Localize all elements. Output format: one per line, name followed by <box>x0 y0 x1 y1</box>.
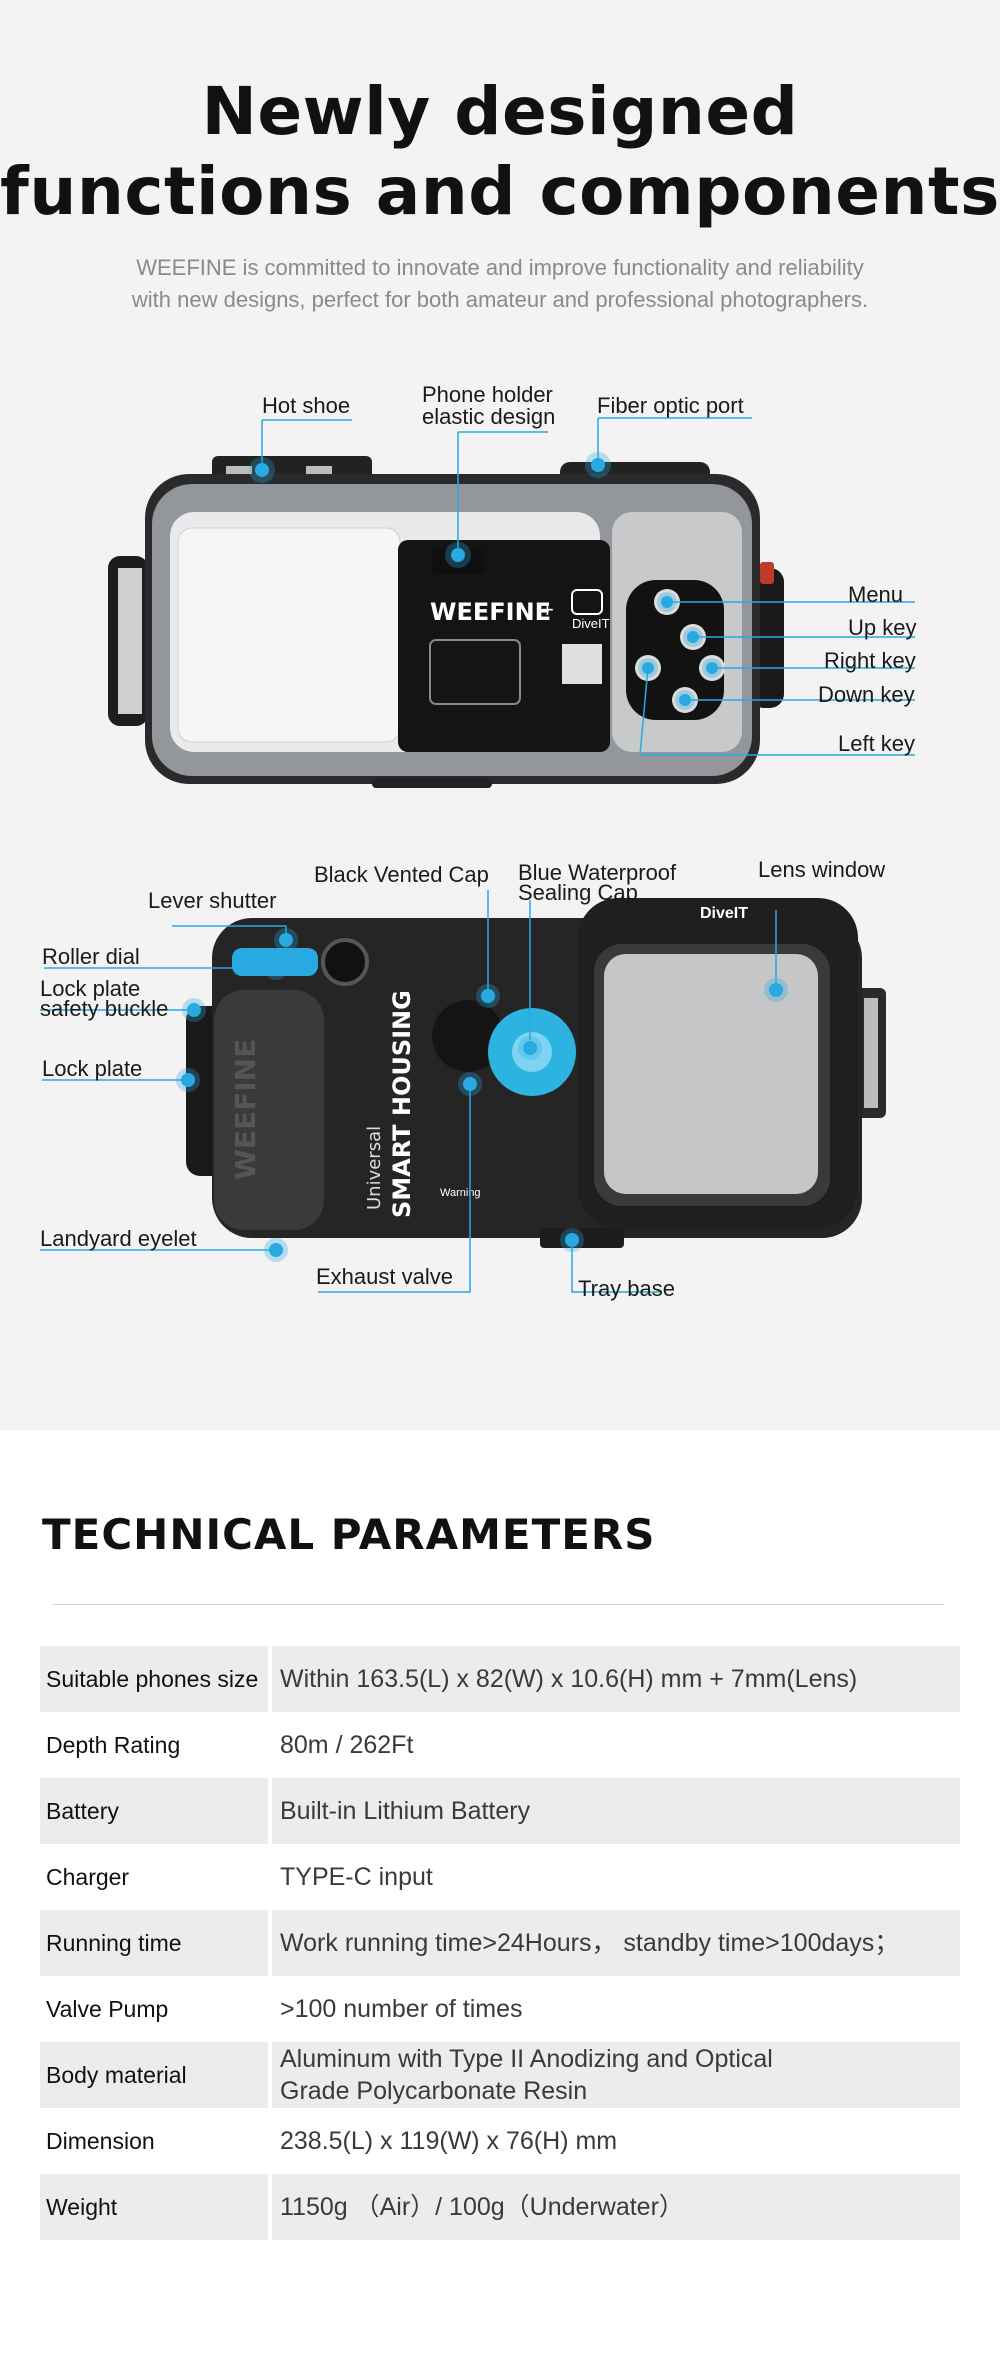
warning-text: Warning <box>440 1187 481 1199</box>
specs-divider <box>52 1604 944 1605</box>
spec-label: Valve Pump <box>46 1995 169 2022</box>
label-up-key: Up key <box>848 615 917 640</box>
label-fiber-optic-port: Fiber optic port <box>597 393 744 418</box>
back-app-logo: DiveIT <box>700 905 748 922</box>
label-lock-plate-safety-2: safety buckle <box>40 996 169 1021</box>
label-hot-shoe: Hot shoe <box>262 393 351 418</box>
spec-value: Built-in Lithium Battery <box>272 1778 960 1844</box>
label-blue-cap-1: Blue Waterproof <box>518 860 677 885</box>
label-phone-holder-1: Phone holder <box>422 382 553 407</box>
back-callout-dots <box>176 928 788 1262</box>
label-tray-base: Tray base <box>578 1276 676 1301</box>
front-callout-dots <box>249 452 722 710</box>
back-housing-image: DiveIT Universal SMART HOUSING WEEFINE W… <box>186 898 886 1248</box>
label-lock-plate: Lock plate <box>42 1056 143 1081</box>
grip-brand-text: WEEFINE <box>229 1039 262 1180</box>
table-row: Body material Aluminum with Type II Anod… <box>40 2042 960 2108</box>
label-phone-holder-2: elastic design <box>422 404 556 429</box>
subtitle-line-1: WEEFINE is committed to innovate and imp… <box>136 255 864 280</box>
label-lock-plate-safety-1: Lock plate <box>40 976 141 1001</box>
spec-value: Work running time>24Hours， standby time>… <box>272 1910 960 1976</box>
table-row: Running time Work running time>24Hours， … <box>40 1910 960 1976</box>
label-left-key: Left key <box>838 731 916 756</box>
housing-text-universal: Universal <box>364 1126 385 1210</box>
spec-value: Within 163.5(L) x 82(W) x 10.6(H) mm + 7… <box>272 1646 960 1712</box>
spec-value: 80m / 262Ft <box>280 1731 414 1759</box>
spec-label: Battery <box>40 1778 268 1844</box>
spec-label: Dimension <box>46 2127 155 2154</box>
label-roller-dial: Roller dial <box>42 944 140 969</box>
front-brand-logo: WEEFINE <box>430 598 551 626</box>
front-app-logo: DiveIT <box>572 616 610 631</box>
specs-table: Suitable phones size Within 163.5(L) x 8… <box>40 1646 960 2240</box>
page-title-line-1: Newly designed <box>201 73 799 150</box>
table-row: Suitable phones size Within 163.5(L) x 8… <box>40 1646 960 1712</box>
page-title-line-2: functions and components <box>0 153 1000 230</box>
specs-title: TECHNICAL PARAMETERS <box>42 1510 656 1559</box>
table-row: Valve Pump >100 number of times <box>40 1976 960 2042</box>
label-right-key: Right key <box>824 648 916 673</box>
spec-value: 1150g （Air）/ 100g（Underwater） <box>272 2174 960 2240</box>
spec-label: Weight <box>40 2174 268 2240</box>
label-down-key: Down key <box>818 682 915 707</box>
table-row: Weight 1150g （Air）/ 100g（Underwater） <box>40 2174 960 2240</box>
label-lens-window: Lens window <box>758 857 886 882</box>
label-black-vented-cap: Black Vented Cap <box>314 862 489 887</box>
spec-label: Body material <box>40 2042 268 2108</box>
table-row: Dimension 238.5(L) x 119(W) x 76(H) mm <box>40 2108 960 2174</box>
spec-label: Charger <box>46 1863 130 1890</box>
table-row: Depth Rating 80m / 262Ft <box>40 1712 960 1778</box>
housing-text-smart: SMART HOUSING <box>388 990 416 1218</box>
spec-label: Suitable phones size <box>40 1646 268 1712</box>
spec-label: Running time <box>40 1910 268 1976</box>
table-row: Battery Built-in Lithium Battery <box>40 1778 960 1844</box>
spec-value: 238.5(L) x 119(W) x 76(H) mm <box>280 2127 618 2155</box>
label-exhaust-valve: Exhaust valve <box>316 1264 453 1289</box>
spec-label: Depth Rating <box>46 1731 181 1758</box>
table-row: Charger TYPE-C input <box>40 1844 960 1910</box>
label-lever-shutter: Lever shutter <box>148 888 277 913</box>
spec-value: TYPE-C input <box>280 1863 433 1891</box>
front-housing-image: WEEFINE + DiveIT <box>108 456 784 788</box>
svg-text:+: + <box>541 597 554 622</box>
product-illustration: WEEFINE + DiveIT <box>40 417 915 1293</box>
spec-value: >100 number of times <box>280 1995 523 2023</box>
subtitle-line-2: with new designs, perfect for both amate… <box>131 287 869 312</box>
label-menu: Menu <box>848 582 904 607</box>
label-landyard-eyelet: Landyard eyelet <box>40 1226 197 1251</box>
spec-value: Aluminum with Type II Anodizing and Opti… <box>272 2042 960 2108</box>
label-blue-cap-2: Sealing Cap <box>518 880 638 905</box>
